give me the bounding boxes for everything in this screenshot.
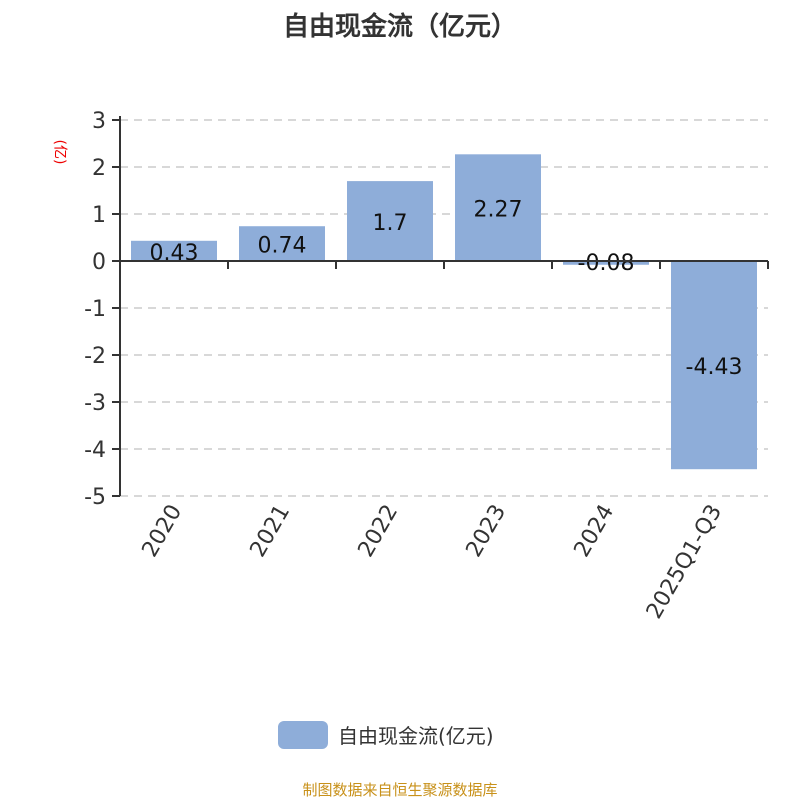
data-label: -0.08 — [578, 251, 635, 276]
chart-title: 自由现金流（亿元） — [282, 12, 517, 42]
x-tick-label: 2024 — [570, 501, 620, 562]
y-tick-label: 1 — [92, 203, 106, 228]
y-tick-label: -5 — [84, 485, 106, 510]
y-tick-label: -1 — [84, 297, 106, 322]
bar — [563, 261, 649, 265]
data-label: 1.7 — [373, 211, 408, 236]
x-tick-label: 2021 — [246, 501, 296, 562]
bar — [131, 240, 217, 261]
x-tick-label: 2022 — [354, 501, 404, 562]
bar — [671, 261, 757, 470]
x-tick-label: 2020 — [138, 501, 188, 562]
legend[interactable]: 自由现金流(亿元) — [278, 720, 494, 749]
x-tick-label: 2023 — [462, 501, 512, 562]
y-tick-label: 2 — [92, 156, 106, 181]
data-label: 0.43 — [150, 241, 199, 266]
data-label: 2.27 — [474, 198, 523, 223]
bar — [239, 226, 325, 261]
data-label: 0.74 — [258, 234, 307, 259]
legend-swatch — [278, 720, 328, 749]
y-tick-label: -4 — [84, 438, 106, 463]
bar — [347, 181, 433, 261]
y-tick-label: -3 — [84, 391, 106, 416]
y-tick-label: 3 — [92, 109, 106, 134]
data-label: -4.43 — [686, 355, 743, 380]
y-tick-label: 0 — [92, 250, 106, 275]
source-note: 制图数据来自恒生聚源数据库 — [302, 781, 498, 799]
x-tick-label: 2025Q1-Q3 — [642, 501, 727, 624]
legend-label: 自由现金流(亿元) — [338, 724, 494, 748]
y-tick-label: -2 — [84, 344, 106, 369]
bar — [455, 154, 541, 261]
